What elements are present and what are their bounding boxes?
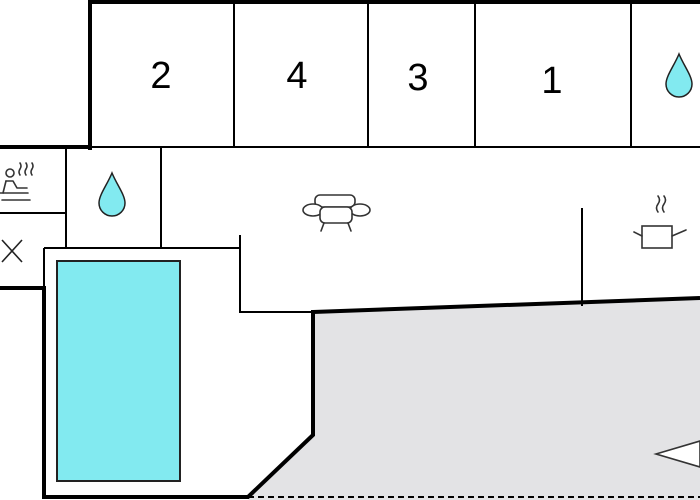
bedroom-block-outer-wall (88, 0, 700, 150)
room-label-2: 2 (150, 55, 171, 97)
sofa-icon (302, 194, 371, 232)
terrace-area (248, 298, 700, 500)
sauna-icon (0, 162, 34, 201)
pool (56, 260, 181, 482)
triangle-marker-icon (653, 440, 700, 468)
living-area-bottom-wall (312, 296, 700, 314)
cooking-pot-icon (633, 195, 687, 249)
room-label-4: 4 (286, 55, 307, 97)
living-area-wall (239, 235, 314, 313)
pool-deck-outline (42, 288, 315, 499)
water-drop-icon (98, 171, 126, 217)
water-drop-icon (665, 52, 693, 98)
room-label-1: 1 (541, 60, 562, 102)
close-icon (1, 239, 23, 263)
room-label-3: 3 (407, 57, 428, 99)
